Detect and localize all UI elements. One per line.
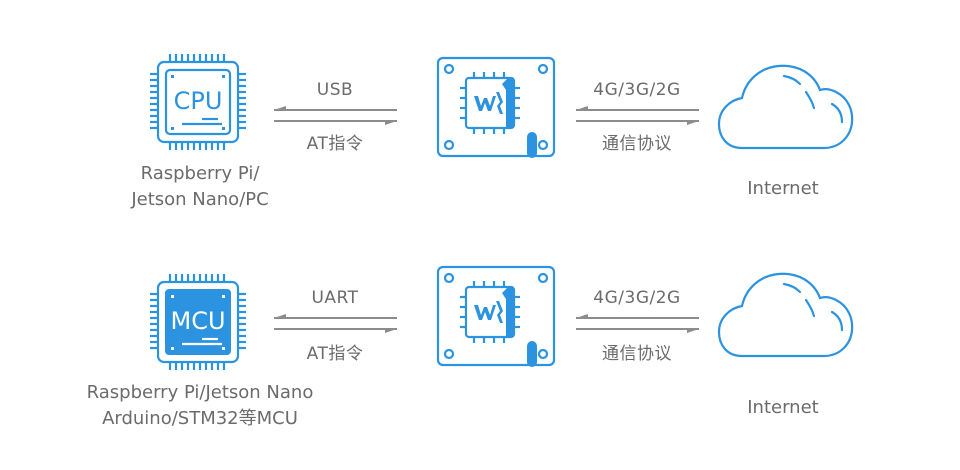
waveshare-module-board-icon (436, 56, 556, 158)
cpu-chip-icon: CPU (148, 52, 248, 152)
bidirectional-arrow-icon (572, 312, 702, 334)
link-top-label: USB (316, 80, 354, 100)
mcu-chip-icon: MCU (148, 272, 248, 372)
cloud-label: Internet (747, 397, 819, 418)
link-top-label: UART (311, 288, 359, 308)
link-bottom-label: AT指令 (306, 344, 364, 364)
bidirectional-arrow-icon (270, 312, 400, 334)
network-top-label: 4G/3G/2G (593, 288, 681, 308)
host-label: Raspberry Pi/Jetson Nano Arduino/STM32等M… (60, 380, 340, 432)
cpu-chip-text: CPU (174, 87, 223, 115)
bidirectional-arrow-icon (572, 104, 702, 126)
host-label: Raspberry Pi/ Jetson Nano/PC (100, 161, 300, 213)
link-bottom-label: AT指令 (306, 134, 364, 154)
bidirectional-arrow-icon (270, 104, 400, 126)
host-label-line-1: Raspberry Pi/Jetson Nano (86, 382, 314, 403)
network-bottom-label: 通信协议 (602, 134, 672, 154)
waveshare-module-board-icon (436, 265, 556, 367)
host-label-line-1: Raspberry Pi/ (140, 163, 260, 184)
cloud-icon (716, 268, 856, 360)
cloud-icon (716, 60, 856, 152)
mcu-chip-text: MCU (170, 307, 225, 335)
host-label-line-2: Jetson Nano/PC (131, 189, 269, 210)
host-label-line-2: Arduino/STM32等MCU (102, 408, 298, 429)
cloud-label: Internet (747, 178, 819, 199)
network-bottom-label: 通信协议 (602, 344, 672, 364)
network-top-label: 4G/3G/2G (593, 80, 681, 100)
